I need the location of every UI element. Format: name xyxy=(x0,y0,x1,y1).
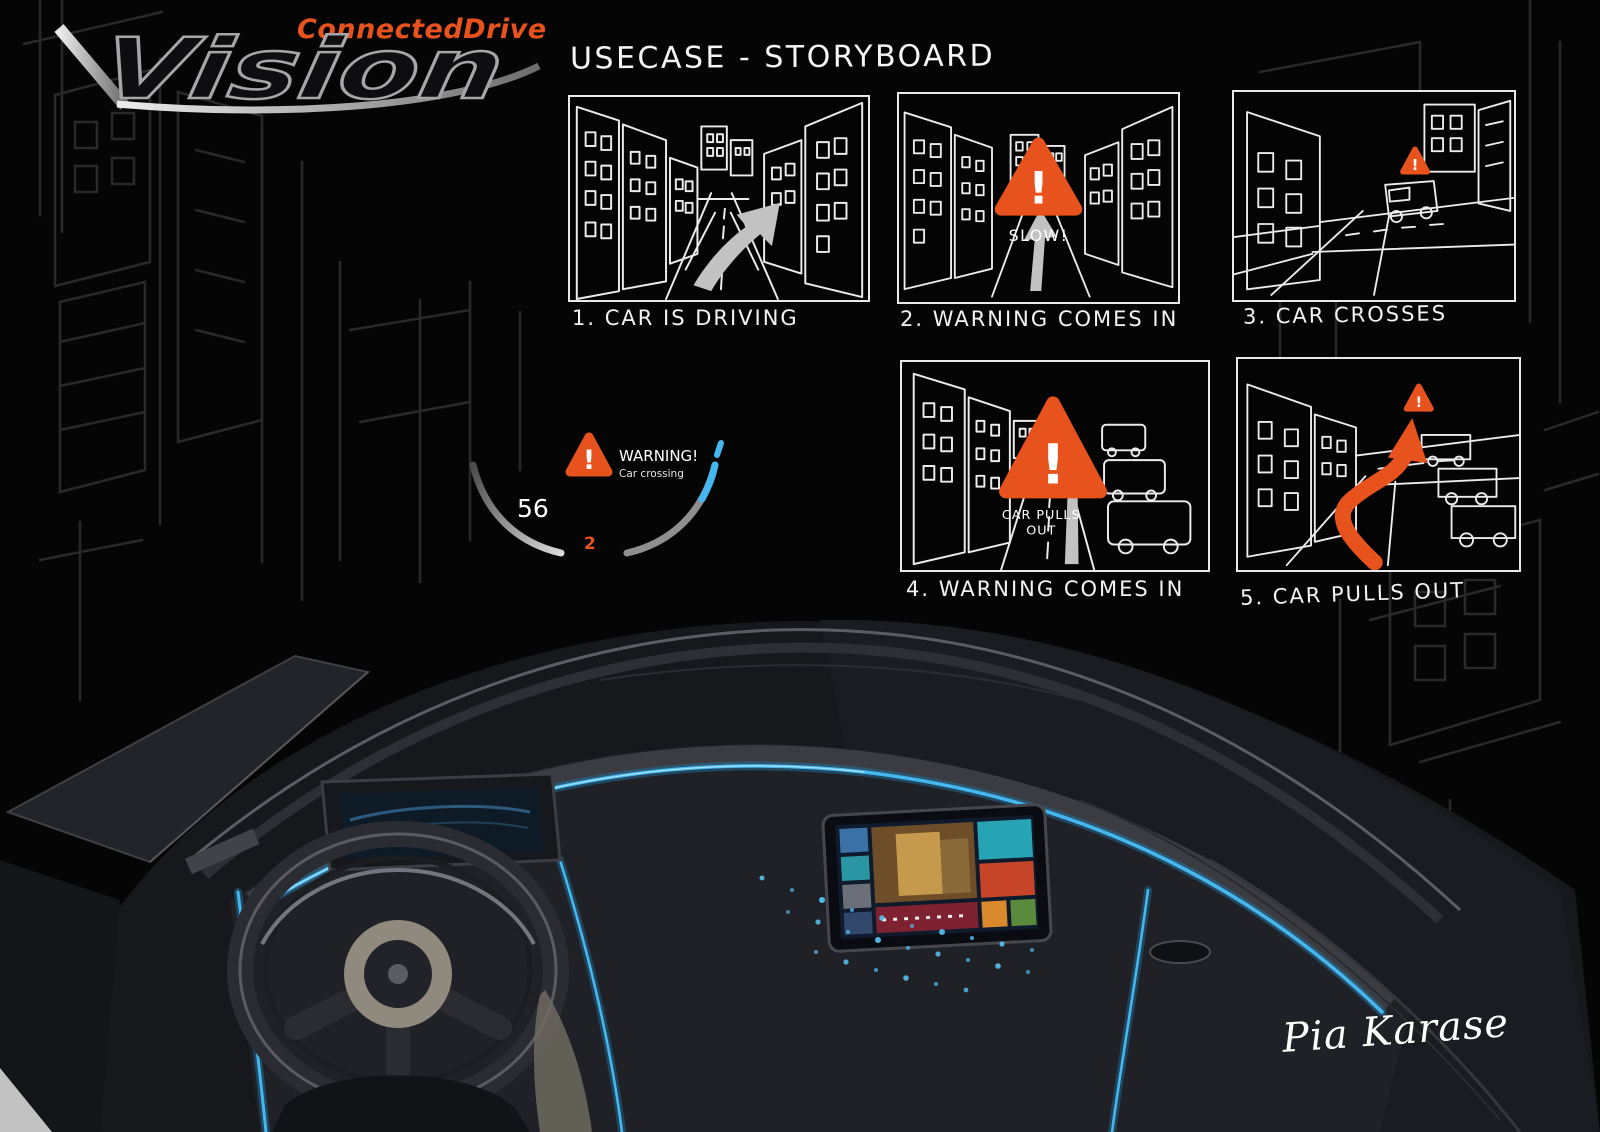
hud-warning-title: WARNING! xyxy=(619,447,698,465)
page-title: USECASE - STORYBOARD xyxy=(569,38,996,77)
logo-swoosh xyxy=(54,24,130,110)
panel-caption-3: 3. CAR CROSSES xyxy=(1242,301,1448,329)
logo-brand-text: Vision xyxy=(94,22,511,114)
hud-warning-subtitle: Car crossing xyxy=(619,468,684,480)
panel-1-sketch xyxy=(575,101,864,300)
console-trim xyxy=(534,990,592,1132)
hud-left-arc xyxy=(469,461,565,557)
left-roof-wing xyxy=(5,654,371,875)
maneuver-arrow xyxy=(1334,418,1428,570)
hud-warning-triangle-icon: ! xyxy=(565,432,613,477)
storyboard-panel-1 xyxy=(568,95,870,302)
exclamation-mark: ! xyxy=(1412,156,1419,174)
speaker-dots xyxy=(759,875,1034,993)
panel-5-sketch: ! xyxy=(1246,383,1519,570)
storyboard-panel-5: ! xyxy=(1236,357,1521,572)
storyboard-panel-3: ! xyxy=(1232,90,1516,302)
car-interior-sketch xyxy=(0,619,1600,1132)
panel-4-annotation-line1: CAR PULLS xyxy=(1002,508,1081,523)
storyboard-panel-4: ! CAR PULLS OUT xyxy=(900,360,1210,572)
hud-gear: 2 xyxy=(584,534,596,554)
exclamation-mark: ! xyxy=(1416,395,1422,411)
panel-4-sketch: ! CAR PULLS OUT xyxy=(912,372,1192,570)
panel-caption-4: 4. WARNING COMES IN xyxy=(906,577,1185,601)
panel-2-annotation: SLOW! xyxy=(1009,226,1069,245)
warning-triangle-icon: ! xyxy=(999,396,1107,499)
panel-caption-1: 1. CAR IS DRIVING xyxy=(572,306,799,330)
logo-subbrand: ConnectedDrive xyxy=(297,14,547,45)
logo-wordmark: Vision xyxy=(54,22,541,114)
hud: 56 ! WARNING! Car crossing 2 xyxy=(469,432,724,557)
warning-triangle-icon: ! xyxy=(994,137,1083,216)
windshield-cowl xyxy=(189,628,1462,924)
driving-arrow xyxy=(1023,209,1058,291)
storyboard-panel-2: ! SLOW! xyxy=(897,92,1180,304)
hud-speed: 56 xyxy=(517,494,549,523)
panel-3-sketch: ! xyxy=(1234,99,1514,296)
exclamation-mark: ! xyxy=(1041,433,1066,497)
corner-wedge xyxy=(0,1068,52,1132)
hud-right-arc-blue xyxy=(698,461,719,503)
instrument-cluster xyxy=(320,772,562,872)
panel-4-annotation-line2: OUT xyxy=(1026,524,1056,539)
passenger-deck xyxy=(1079,799,1522,1132)
left-door xyxy=(0,860,120,1132)
warning-triangle-icon: ! xyxy=(1403,383,1434,412)
exclamation-mark: ! xyxy=(1028,163,1048,215)
exclamation-mark: ! xyxy=(583,445,595,476)
warning-triangle-icon: ! xyxy=(1400,146,1430,175)
hud-blue-tick xyxy=(714,440,724,458)
logo: ConnectedDrive Vision xyxy=(25,4,565,114)
driver-seat xyxy=(272,1075,530,1132)
panel-2-sketch: ! SLOW! xyxy=(903,105,1174,298)
panel-caption-2: 2. WARNING COMES IN xyxy=(900,307,1179,331)
logo-underline xyxy=(116,62,541,114)
center-display xyxy=(821,803,1053,953)
driving-arrow xyxy=(693,202,780,292)
